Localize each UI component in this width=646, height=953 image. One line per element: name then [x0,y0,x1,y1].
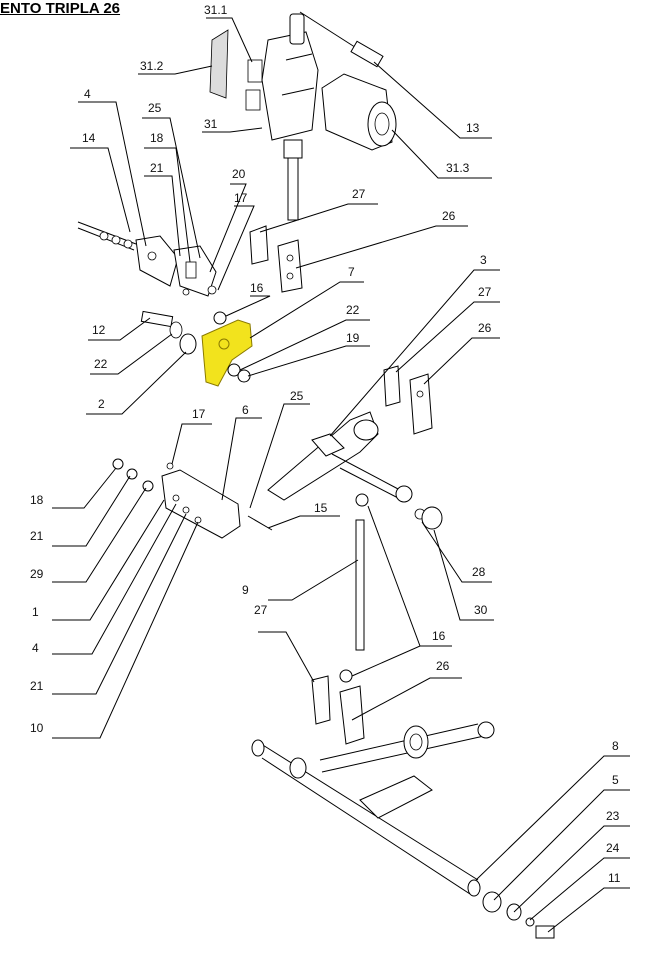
label-12: 12 [92,323,106,337]
label-17-upper: 17 [234,191,248,205]
label-20: 20 [232,167,246,181]
label-19: 19 [346,331,360,345]
label-30: 30 [474,603,488,617]
clamp-27-26-upper [249,225,303,293]
label-17-lower: 17 [192,407,206,421]
label-25-upper: 25 [148,101,162,115]
upper-hinge-group [77,221,217,297]
label-22-left: 22 [94,357,108,371]
label-31-3: 31.3 [446,161,470,175]
lower-hinge-group [112,458,273,539]
label-26-lower: 26 [436,659,450,673]
label-31-1: 31.1 [204,3,228,17]
lever-arm-3 [267,411,413,503]
label-16-upper: 16 [250,281,264,295]
label-29: 29 [30,567,44,581]
highlighted-plate-7 [201,319,253,387]
label-31: 31 [204,117,218,131]
label-21-upper: 21 [150,161,164,175]
label-14: 14 [82,131,96,145]
label-31-2: 31.2 [140,59,164,73]
frame-8 [251,721,495,897]
clamp-27-26-mid [383,365,433,435]
label-4-lower: 4 [32,641,39,655]
label-26-mid: 26 [478,321,492,335]
rod-9 [339,493,369,683]
bushing-28-30 [414,506,443,530]
label-11: 11 [608,871,621,885]
label-16-lower: 16 [432,629,446,643]
label-10: 10 [30,721,44,735]
part-number-labels: 31.1 31.2 31 13 31.3 4 14 25 18 21 20 17… [30,3,621,885]
label-21-left: 21 [30,529,44,543]
label-5: 5 [612,773,619,787]
label-9: 9 [242,583,249,597]
label-27-lower: 27 [254,603,268,617]
label-22-right: 22 [346,303,360,317]
washers-22-19 [227,363,251,383]
label-1: 1 [32,605,39,619]
label-28: 28 [472,565,486,579]
label-18-upper: 18 [150,131,164,145]
label-13: 13 [466,121,480,135]
page-title: ENTO TRIPLA 26 [0,0,121,17]
label-3: 3 [480,253,487,267]
label-18-lower: 18 [30,493,44,507]
label-6: 6 [242,403,249,417]
label-27-mid: 27 [478,285,492,299]
label-26-upper: 26 [442,209,456,223]
actuator-31 [209,11,397,221]
label-24: 24 [606,841,620,855]
pin-12-group [140,310,197,355]
label-21-lower: 21 [30,679,44,693]
label-2: 2 [98,397,105,411]
label-8: 8 [612,739,619,753]
label-25-lower: 25 [290,389,304,403]
label-27-upper: 27 [352,187,366,201]
leader-lines [52,17,630,933]
label-23: 23 [606,809,620,823]
label-7: 7 [348,265,355,279]
label-15: 15 [314,501,328,515]
end-fasteners [482,891,555,939]
clamp-27-26-lower [311,675,365,745]
label-4-upper: 4 [84,87,91,101]
nut-16-upper [213,311,227,325]
